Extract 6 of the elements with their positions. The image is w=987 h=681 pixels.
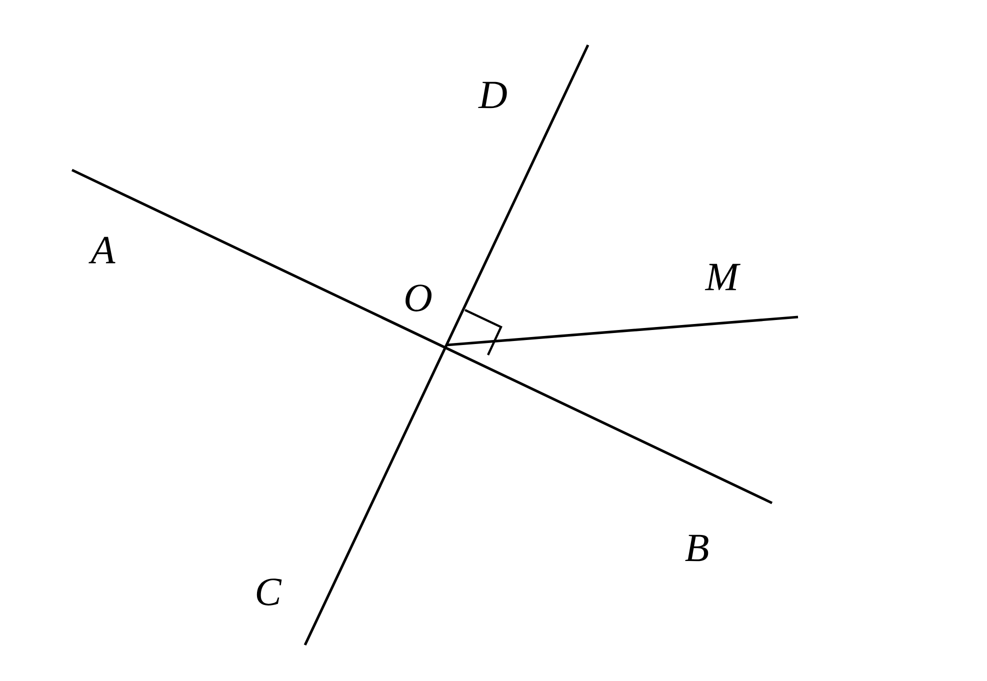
point-label: A (88, 236, 116, 264)
point-label: O (406, 284, 432, 312)
point-label: D (478, 82, 507, 108)
point-label: M (704, 264, 740, 290)
point-label: C (256, 578, 282, 606)
point-label: B (685, 534, 708, 562)
